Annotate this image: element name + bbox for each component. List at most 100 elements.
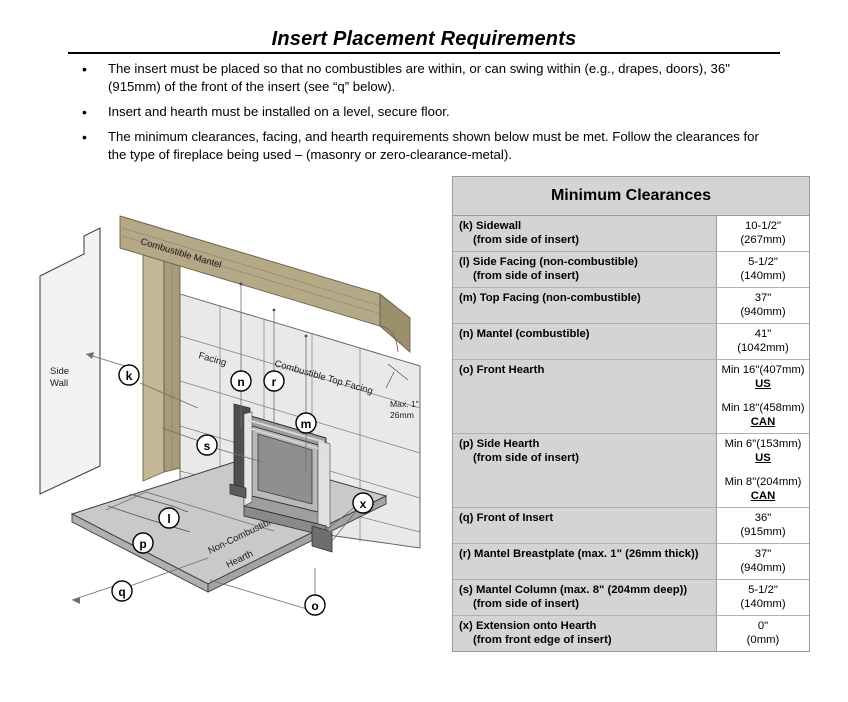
region-us: US [755,451,771,464]
svg-text:l: l [167,512,170,526]
table-row: (l) Side Facing (non-combustible) (from … [453,252,809,288]
minimum-clearances-table: Minimum Clearances (k) Sidewall (from si… [452,176,810,652]
value-imperial: 10-1/2" [744,220,782,232]
value-us: Min 16"(407mm) [721,364,805,376]
value-imperial: 37" [754,548,772,560]
list-item: • The minimum clearances, facing, and he… [78,128,778,164]
table-cell-label: (n) Mantel (combustible) [453,324,717,359]
marker-k: k [118,364,140,386]
max-thickness-line2: 26mm [390,410,414,420]
table-cell-label: (q) Front of Insert [453,508,717,543]
table-row: (k) Sidewall (from side of insert) 10-1/… [453,216,809,252]
region-can: CAN [750,489,776,502]
svg-text:m: m [301,417,312,431]
table-cell-label: (p) Side Hearth (from side of insert) [453,434,717,507]
region-can: CAN [750,415,776,428]
table-row: (n) Mantel (combustible) 41" (1042mm) [453,324,809,360]
bullet-marker-icon: • [82,61,87,77]
table-row: (s) Mantel Column (max. 8" (204mm deep))… [453,580,809,616]
clearance-sublabel: (from side of insert) [473,597,580,610]
table-row: (x) Extension onto Hearth (from front ed… [453,616,809,651]
value-imperial: 5-1/2" [748,584,778,596]
marker-p: p [132,532,154,554]
value-imperial: 5-1/2" [748,256,778,268]
clearance-label: (q) Front of Insert [459,512,554,524]
side-wall-label-line2: Wall [50,378,68,389]
bullet-marker-icon: • [82,104,87,120]
table-cell-value: 41" (1042mm) [717,324,809,359]
clearance-label: (p) Side Hearth [459,438,540,450]
marker-m: m [295,412,317,434]
side-wall-panel: Side Wall [39,227,101,495]
marker-q: q [111,580,133,602]
clearance-label: (s) Mantel Column (max. 8" (204mm deep)) [459,584,688,596]
svg-text:n: n [237,375,244,389]
mantel-column [142,243,181,482]
table-cell-value: 5-1/2" (140mm) [717,580,809,615]
value-metric: (267mm) [740,233,786,246]
page-title: Insert Placement Requirements [271,28,577,50]
clearance-sublabel: (from front edge of insert) [473,633,612,646]
value-metric: (940mm) [740,561,786,574]
value-metric: (940mm) [740,305,786,318]
table-cell-label: (m) Top Facing (non-combustible) [453,288,717,323]
table-row: (q) Front of Insert 36" (915mm) [453,508,809,544]
value-metric: (140mm) [740,269,786,282]
title-divider [68,52,780,54]
table-row: (r) Mantel Breastplate (max. 1" (26mm th… [453,544,809,580]
side-wall-label-line1: Side [50,366,69,377]
max-thickness-line1: Max. 1" [390,399,419,409]
marker-r: r [263,370,285,392]
value-us: Min 6"(153mm) [724,438,802,450]
fireplace-insert-unit [229,403,333,553]
dimension-leaders [71,282,358,610]
value-metric: (915mm) [740,525,786,538]
bullet-marker-icon: • [82,129,87,145]
clearance-label: (n) Mantel (combustible) [459,328,590,340]
clearance-sublabel: (from side of insert) [473,233,580,246]
clearance-sublabel: (from side of insert) [473,269,580,282]
table-cell-value: Min 16"(407mm) US Min 18"(458mm) CAN [717,360,809,433]
svg-text:q: q [118,585,125,599]
value-imperial: 37" [754,292,772,304]
svg-text:o: o [311,599,318,613]
table-cell-label: (s) Mantel Column (max. 8" (204mm deep))… [453,580,717,615]
table-cell-label: (l) Side Facing (non-combustible) (from … [453,252,717,287]
list-item: • Insert and hearth must be installed on… [78,103,778,121]
list-item-text: The insert must be placed so that no com… [108,61,730,94]
list-item-text: The minimum clearances, facing, and hear… [108,129,759,162]
value-can: Min 18"(458mm) [721,402,805,414]
clearance-sublabel: (from side of insert) [473,451,580,464]
table-cell-value: 0" (0mm) [717,616,809,651]
list-item-text: Insert and hearth must be installed on a… [108,104,450,119]
value-imperial: 36" [754,512,772,524]
table-cell-label: (x) Extension onto Hearth (from front ed… [453,616,717,651]
table-row: (o) Front Hearth Min 16"(407mm) US Min 1… [453,360,809,434]
list-item: • The insert must be placed so that no c… [78,60,778,96]
value-imperial: 0" [757,620,769,632]
table-cell-value: 36" (915mm) [717,508,809,543]
table-cell-value: 10-1/2" (267mm) [717,216,809,251]
table-cell-label: (k) Sidewall (from side of insert) [453,216,717,251]
value-metric: (1042mm) [737,341,789,354]
value-imperial: 41" [754,328,772,340]
table-cell-label: (o) Front Hearth [453,360,717,433]
max-thickness-annotation: Max. 1" 26mm [385,363,419,420]
table-cell-label: (r) Mantel Breastplate (max. 1" (26mm th… [453,544,717,579]
marker-n: n [230,370,252,392]
svg-text:k: k [126,369,133,383]
table-cell-value: 37" (940mm) [717,288,809,323]
table-cell-value: 5-1/2" (140mm) [717,252,809,287]
table-row: (p) Side Hearth (from side of insert) Mi… [453,434,809,508]
clearance-label: (l) Side Facing (non-combustible) [459,256,638,268]
value-metric: (140mm) [740,597,786,610]
svg-text:x: x [360,497,367,511]
svg-text:s: s [204,439,211,453]
svg-text:r: r [272,375,277,389]
table-cell-value: Min 6"(153mm) US Min 8"(204mm) CAN [717,434,809,507]
fireplace-insert-isometric-diagram: Side Wall Facing Combustible Top Facing [12,176,442,664]
svg-text:p: p [139,537,146,551]
clearance-label: (m) Top Facing (non-combustible) [459,292,641,304]
clearance-label: (k) Sidewall [459,220,522,232]
value-metric: (0mm) [746,633,780,646]
